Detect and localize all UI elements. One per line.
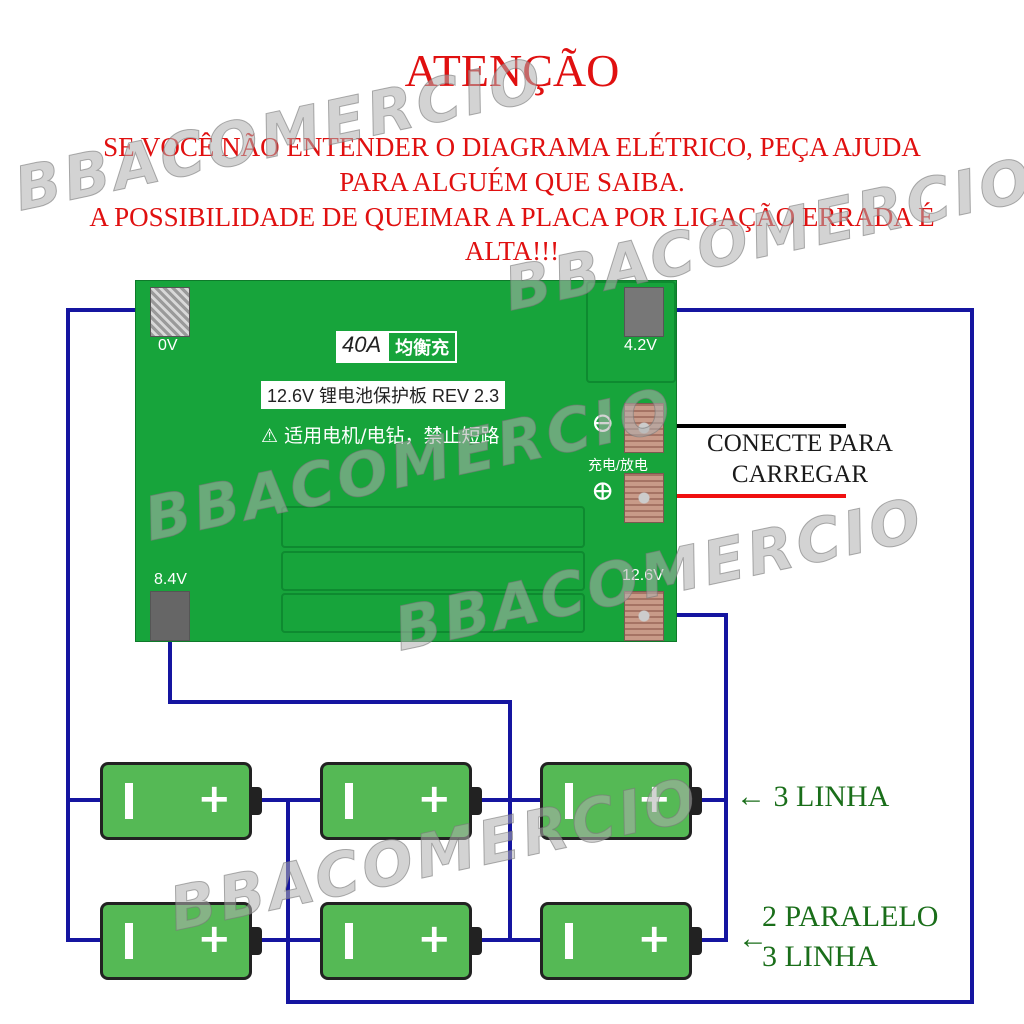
row2-label-line2: 3 LINHA (762, 940, 878, 973)
pad-label-4v2: 4.2V (624, 337, 657, 354)
notice-label: ⚠ 适用电机/电钻，禁止短路 (261, 421, 500, 448)
wire-0v (66, 308, 170, 942)
warning-line: ALTA!!! (464, 236, 560, 266)
wire-4v2 (250, 308, 974, 1004)
wire-8v4 (168, 610, 512, 940)
pad-label-12v6: 12.6V (622, 567, 664, 584)
battery-cell: + (540, 762, 702, 840)
notice-text: 适用电机/电钻，禁止短路 (284, 425, 500, 447)
warning-triangle-icon: ⚠ (261, 425, 279, 447)
pad-charge-negative (624, 403, 664, 453)
warning-line: PARA ALGUÉM QUE SAIBA. (339, 167, 685, 197)
charge-note-line: CONECTE PARA (707, 430, 893, 457)
battery-cell: + (100, 762, 262, 840)
pad-4v2 (624, 287, 664, 337)
battery-cell: + (100, 902, 262, 980)
charge-label: 充电/放电 (588, 457, 648, 473)
pad-0v (150, 287, 190, 337)
minus-symbol-icon: ⊖ (591, 406, 615, 439)
pad-label-8v4: 8.4V (154, 571, 187, 588)
charge-note: CONECTE PARA CARREGAR (690, 428, 910, 490)
charge-note-line: CARREGAR (731, 461, 869, 488)
row2-label-line1: 2 PARALELO (762, 900, 939, 933)
plus-symbol-icon: ⊕ (591, 474, 615, 507)
pad-charge-positive (624, 473, 664, 523)
row1-label: ← 3 LINHA (736, 780, 890, 813)
battery-cell: + (540, 902, 702, 980)
bms-board: 40A 均衡充 12.6V 锂电池保护板 REV 2.3 ⚠ 适用电机/电钻，禁… (135, 280, 677, 642)
rating-text: 40A (336, 331, 388, 363)
wire-12v6 (655, 613, 728, 942)
warning-title: ATENÇÃO (404, 45, 620, 96)
model-label: 12.6V 锂电池保护板 REV 2.3 (261, 381, 506, 409)
warning-line: SE VOCÊ NÃO ENTENDER O DIAGRAMA ELÉTRICO… (103, 132, 921, 162)
battery-cell: + (320, 762, 482, 840)
pad-label-0v: 0V (158, 337, 178, 354)
rating-label: 40A 均衡充 (336, 331, 458, 363)
pad-8v4 (150, 591, 190, 641)
warning-line: A POSSIBILIDADE DE QUEIMAR A PLACA POR L… (89, 202, 935, 232)
balance-text: 均衡充 (387, 331, 458, 363)
arrow-left-icon: ← (738, 922, 768, 955)
battery-cell: + (320, 902, 482, 980)
pad-12v6 (624, 591, 664, 641)
